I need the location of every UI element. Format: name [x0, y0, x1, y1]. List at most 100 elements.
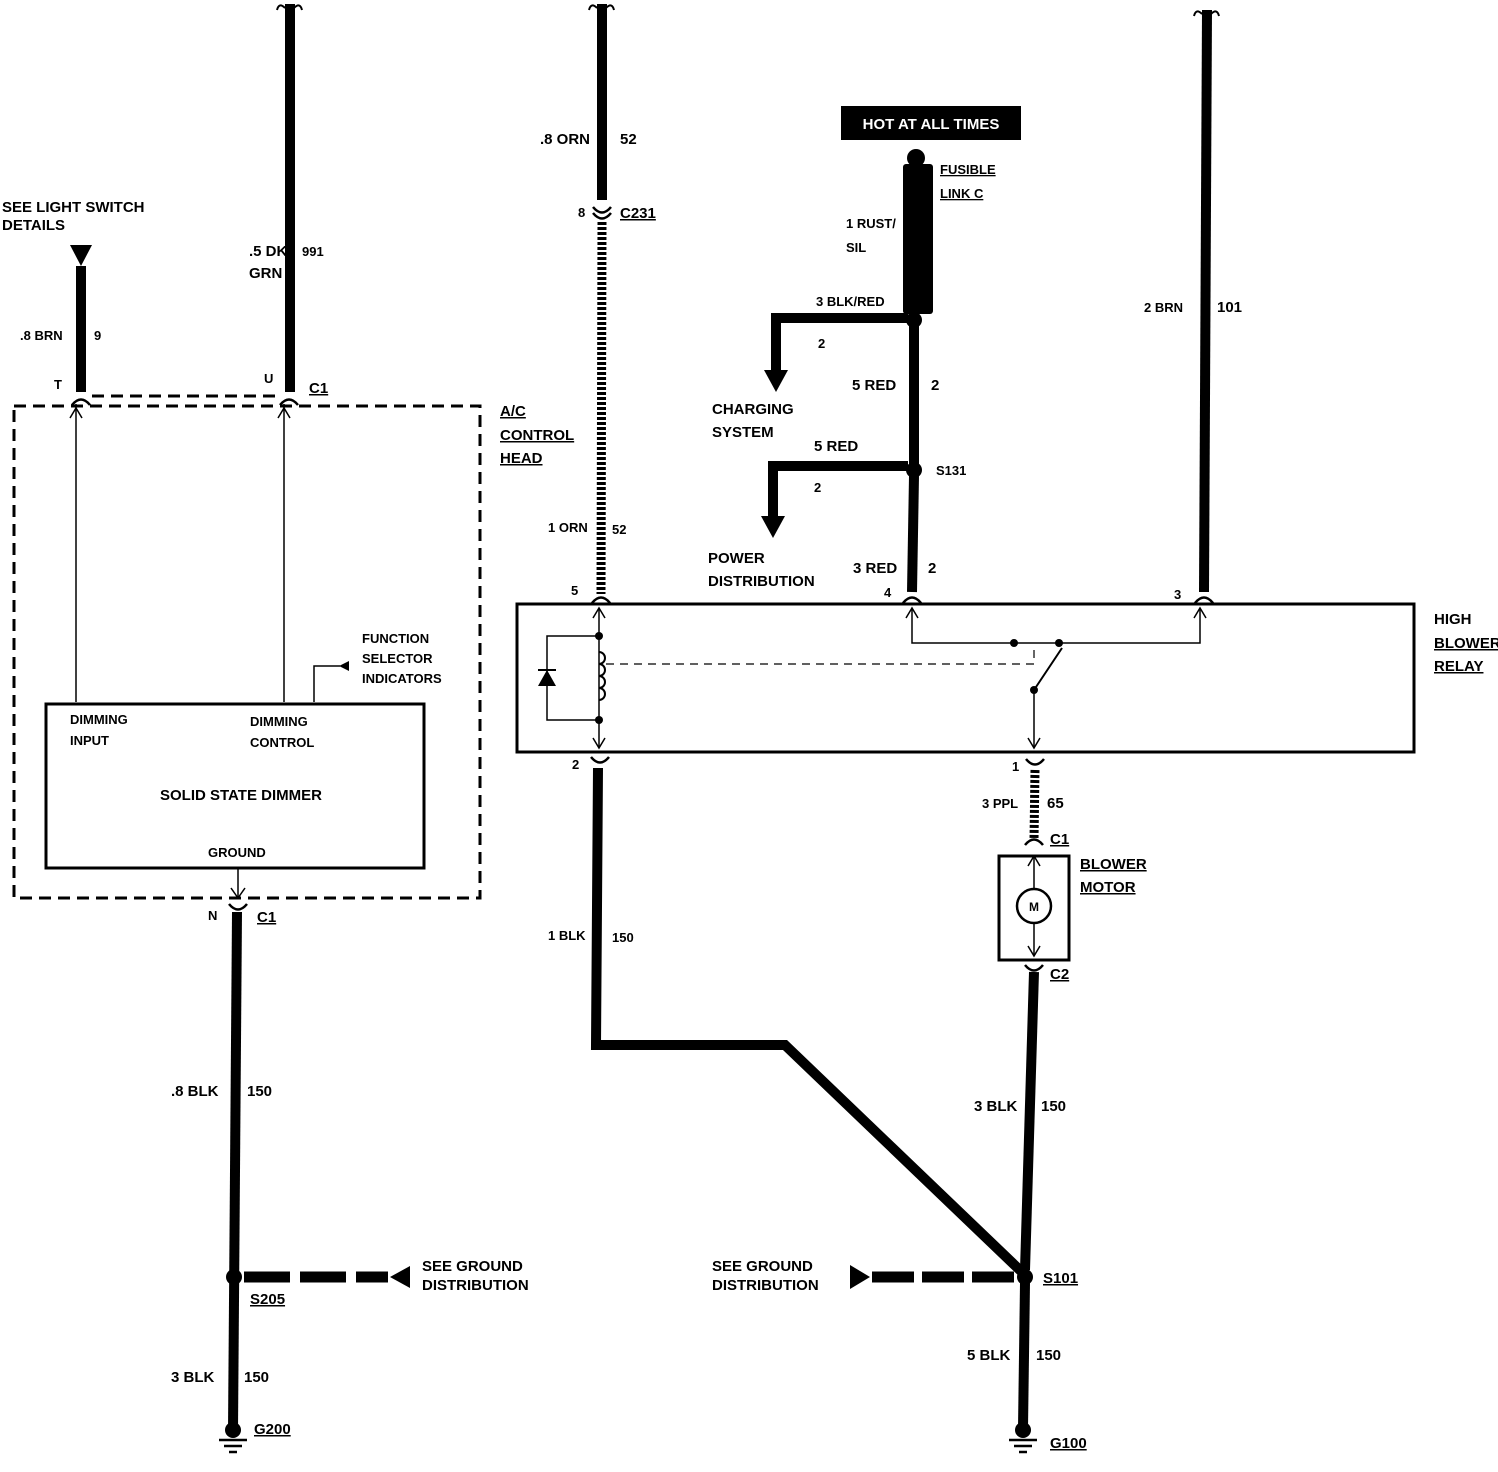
- connector-c231: [592, 206, 612, 220]
- splice-s101-label: S101: [1043, 1270, 1078, 1287]
- function-selector-label-2: SELECTOR: [362, 651, 433, 666]
- pin-u-label: U: [264, 371, 273, 386]
- wire-blk-150-ground: [1018, 1282, 1030, 1429]
- splice-s131-label: S131: [936, 463, 966, 478]
- main-ground-path: SEE GROUND DISTRIBUTION S101 5 BLK 150 G…: [712, 1258, 1087, 1454]
- connector-motor-c1: [1024, 838, 1044, 846]
- fusible-link-c: [903, 164, 933, 314]
- dimming-input-label: DIMMING: [70, 712, 128, 727]
- wire-blkred-label: 3 BLK/RED: [816, 294, 885, 309]
- wire-rust-color: 1 RUST/: [846, 216, 896, 231]
- connector-pin-2: [590, 756, 610, 764]
- wire-orn-low-color: 1 ORN: [548, 520, 588, 535]
- wire-red-3: [907, 475, 919, 593]
- wire-to-charging: [771, 313, 908, 372]
- blower-motor-label-2: MOTOR: [1080, 879, 1136, 896]
- high-blower-relay: HIGH BLOWER RELAY 2 1: [515, 602, 1498, 774]
- wire-power-number: 2: [814, 480, 821, 495]
- control-head-label-2: CONTROL: [500, 427, 574, 444]
- wire-red-5b-label: 5 RED: [814, 438, 858, 455]
- dimming-control-feed: .5 DK GRN 991 U C1: [249, 4, 328, 406]
- arrow-up-icon: [1193, 606, 1207, 619]
- pin-t-label: T: [54, 377, 62, 392]
- ground-g200-label: G200: [254, 1421, 291, 1438]
- function-selector-label: FUNCTION: [362, 631, 429, 646]
- wire-blk-5-number: 150: [1036, 1347, 1061, 1364]
- connector-pin-5: [591, 596, 611, 604]
- wire-blk-150-a: [228, 911, 242, 1431]
- motor-symbol: M: [1029, 900, 1039, 914]
- fusible-link-label-2: LINK C: [940, 186, 984, 201]
- arrow-down-icon: [1027, 945, 1041, 958]
- splice-s101: [1017, 1269, 1033, 1285]
- pin-5-label: 5: [571, 583, 578, 598]
- connector-motor-c2-label: C2: [1050, 966, 1069, 983]
- brn-feed: 2 BRN 101 3: [1144, 9, 1242, 604]
- wire-red-3-color: 3 RED: [853, 560, 897, 577]
- ac-control-head: A/C CONTROL HEAD FUNCTION SELECTOR INDIC…: [12, 394, 574, 900]
- ignition-feed: .8 ORN 52 8 C231 1 ORN 52 5: [540, 4, 656, 604]
- ground-icon: [219, 1438, 247, 1454]
- relay-coil-icon: [598, 651, 606, 701]
- wire-blk-3-color: 3 BLK: [974, 1098, 1018, 1115]
- connector-t: [71, 398, 91, 406]
- wire-blk-150-relay: [590, 767, 1029, 1279]
- connector-c231-label: C231: [620, 205, 656, 222]
- wire-dkgrn-color-2: GRN: [249, 265, 282, 282]
- wire-to-power-distribution: [768, 461, 908, 518]
- wire-red-5-number: 2: [931, 377, 939, 394]
- pin-1-label: 1: [1012, 759, 1019, 774]
- power-distribution-label: POWER: [708, 550, 765, 567]
- wire-blk-150-a-number: 150: [247, 1083, 272, 1100]
- wire-orn-52-shielded: [596, 221, 607, 595]
- relay-ground-path: 1 BLK 150: [548, 767, 1029, 1279]
- arrow-down-icon: [592, 737, 606, 750]
- arrow-down-icon: [230, 887, 246, 900]
- control-head-label-3: HEAD: [500, 450, 543, 467]
- wire-brn-9-color: .8 BRN: [20, 328, 63, 343]
- connector-pin-4: [902, 596, 922, 604]
- wire-blk-150-motor: [1020, 971, 1039, 1271]
- wire-brn-101: [1199, 9, 1212, 593]
- wire-brn-9-number: 9: [94, 328, 101, 343]
- function-selector-label-3: INDICATORS: [362, 671, 442, 686]
- arrow-up-icon: [277, 406, 291, 419]
- dimmer-ground-path: N C1 .8 BLK 150 SEE GROUND DISTRIBUTION …: [171, 903, 529, 1454]
- connector-c231-pin: 8: [578, 205, 585, 220]
- connector-motor-c1-label: C1: [1050, 831, 1069, 848]
- see-ground-right: SEE GROUND: [712, 1258, 813, 1275]
- pin-2-label: 2: [572, 757, 579, 772]
- wire-rust-color-2: SIL: [846, 240, 866, 255]
- connector-n: [228, 903, 248, 911]
- relay-label-3: RELAY: [1434, 658, 1483, 675]
- splice-s131: [906, 462, 922, 478]
- wire-ppl-number: 65: [1047, 795, 1064, 812]
- connector-pin-1: [1025, 758, 1045, 766]
- diode-icon: [538, 669, 556, 686]
- blower-motor-label: BLOWER: [1080, 856, 1147, 873]
- arrow-left-icon: [390, 1266, 410, 1288]
- wire-orn-top-color: .8 ORN: [540, 131, 590, 148]
- wire-blk-1-number: 150: [612, 930, 634, 945]
- wire-blk-5-color: 5 BLK: [967, 1347, 1011, 1364]
- see-ground-left: SEE GROUND: [422, 1258, 523, 1275]
- wire-blk-150-a-color: .8 BLK: [171, 1083, 219, 1100]
- pin-4-label: 4: [884, 585, 892, 600]
- wire-red-3-number: 2: [928, 560, 936, 577]
- battery-feed: HOT AT ALL TIMES FUSIBLE LINK C 1 RUST/ …: [708, 106, 1021, 604]
- pin-n-label: N: [208, 908, 217, 923]
- wire-brn-101-color: 2 BRN: [1144, 300, 1183, 315]
- wire-brn-101-number: 101: [1217, 299, 1242, 316]
- power-distribution-label-2: DISTRIBUTION: [708, 573, 815, 590]
- see-ground-right-2: DISTRIBUTION: [712, 1277, 819, 1294]
- connector-c1-bottom: C1: [257, 909, 276, 926]
- wire-dkgrn-color: .5 DK: [249, 243, 288, 260]
- control-head-label: A/C: [500, 403, 526, 420]
- light-switch-feed: SEE LIGHT SWITCH DETAILS .8 BRN 9 T: [2, 199, 145, 406]
- blower-motor-circuit: 3 PPL 65 C1 M BLOWER MOTOR C2 3 BLK 150: [974, 769, 1147, 1271]
- see-light-switch-label-2: DETAILS: [2, 217, 65, 234]
- ground-label: GROUND: [208, 845, 266, 860]
- wire-charging-number: 2: [818, 336, 825, 351]
- relay-label: HIGH: [1434, 611, 1472, 628]
